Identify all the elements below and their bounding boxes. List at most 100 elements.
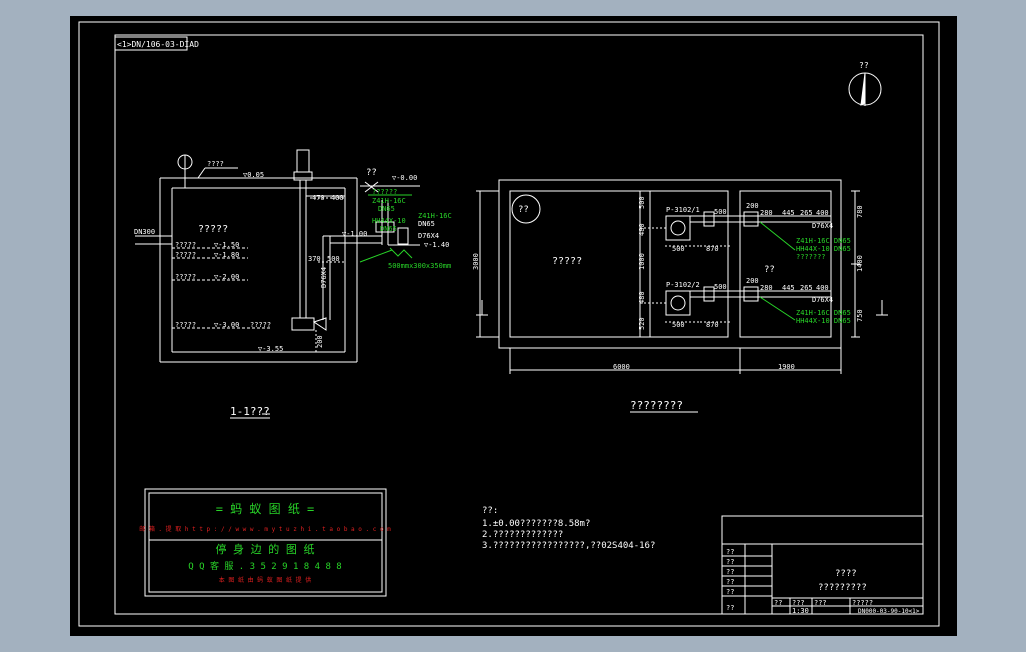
left-dim-500: 500 (638, 196, 646, 209)
dim-400-b: 400 (816, 284, 829, 292)
section-green-lines (359, 194, 413, 263)
valve-hh44x: HH44X-10 (372, 217, 406, 225)
title-block-scale: 1:30 (792, 607, 809, 615)
section-q-mark: ?? (366, 168, 377, 178)
left-dim-1000: 1000 (638, 253, 646, 270)
title-block-cell-2: ??? (792, 599, 805, 607)
label-c: ????? (175, 273, 196, 281)
right-dim-750: 750 (856, 309, 864, 322)
watermark-line-3: 停 身 边 的 图 纸 (215, 542, 314, 556)
left-dim-480-b: 480 (638, 291, 646, 304)
plan-green-lines (759, 221, 796, 321)
dim-265-b: 265 (800, 284, 813, 292)
label-a: ????? (175, 241, 196, 249)
valve-box: 500mmx300x350mm (388, 262, 451, 270)
level-300: ▽-3.00 (214, 321, 239, 329)
valve-z41h-b: Z41H-16C (418, 212, 452, 220)
plan-valve-2a: Z41H-16C DN65 (796, 309, 851, 317)
dim-d76-a: D76X4 (812, 222, 833, 230)
dim-445-b: 445 (782, 284, 795, 292)
section-tank-label: ????? (198, 224, 228, 235)
watermark-line-4: Q Q 客 服 . 3 5 2 9 1 8 4 8 8 (188, 560, 341, 572)
plan-valve-2b: HH44X-10 DN65 (796, 317, 851, 325)
dim-470: 470 (312, 194, 325, 202)
dim-d76-b: D76X4 (812, 296, 833, 304)
dim-280-a: 280 (760, 209, 773, 217)
drawing-sheet (70, 16, 957, 636)
inlet-pipe-label: DN300 (134, 228, 155, 236)
level-100: ▽-1.00 (342, 230, 367, 238)
title-block-drawing-no: DN000-03-90-10<1> (858, 608, 920, 615)
dim-200-a: 200 (746, 202, 759, 210)
dim-1900: 1900 (778, 363, 795, 371)
title-block-row-4: ?? (726, 578, 734, 586)
watermark-box: = 蚂 蚁 图 纸 = 邮 箱 . 提 取 h t t p : / / w w … (139, 488, 391, 597)
ground-label: ???? (207, 160, 224, 168)
dim-500-c: 500 (672, 245, 685, 253)
title-block-cell-4: ????? (852, 599, 873, 607)
north-label: ?? (859, 61, 869, 70)
title-block-row-1: ?? (726, 548, 734, 556)
corner-tag: <1>DN/106-03-DIAD (117, 40, 199, 49)
dim-500-a: 500 (714, 208, 727, 216)
pump-1-label: P-3102/1 (666, 206, 700, 214)
label-e: ????? (250, 321, 271, 329)
notes-title: ??: (482, 506, 498, 516)
left-dim-520: 520 (638, 317, 646, 330)
plan-valve-1b: HH44X-10 DN65 (796, 245, 851, 253)
title-block-subname: ????????? (818, 583, 867, 593)
valve-dn65-a: DN65 (378, 205, 395, 213)
dim-200: 200 (316, 335, 324, 348)
watermark-line-2: 邮 箱 . 提 取 h t t p : / / w w w . m y t u … (139, 525, 391, 533)
dim-6000: 6000 (613, 363, 630, 371)
title-block-cell-3: ??? (814, 599, 827, 607)
right-dim-780: 780 (856, 205, 864, 218)
title-block-row-2: ?? (726, 558, 734, 566)
plan-tank-label: ????? (552, 256, 582, 267)
dim-d76-vertical: D76X4 (320, 267, 328, 288)
right-dim-1400: 1400 (856, 255, 864, 272)
valve-dn65-c: DN65 (418, 220, 435, 228)
level-355: ▽-3.55 (258, 345, 283, 353)
outlet-top-level: ▽-0.00 (392, 174, 417, 182)
title-block-cell-1: ?? (774, 599, 782, 607)
notes-line-3: 3.?????????????????,??02S404-16? (482, 541, 655, 551)
valve-dn65-b: DN65 (380, 225, 397, 233)
level-140: ▽-1.40 (424, 241, 449, 249)
plan-valve-1a: Z41H-16C DN65 (796, 237, 851, 245)
dim-265-a: 265 (800, 209, 813, 217)
dim-445-a: 445 (782, 209, 795, 217)
dim-280-b: 280 (760, 284, 773, 292)
title-block-name: ???? (835, 569, 857, 579)
plan-valve-1c: ??????? (796, 253, 826, 261)
notes-line-1: 1.±0.00???????8.58m? (482, 519, 590, 529)
watermark-line-5: 本 图 纸 由 蚂 蚁 图 纸 提 供 (219, 576, 312, 584)
north-arrow (848, 72, 882, 106)
label-b: ????? (175, 251, 196, 259)
section-view (135, 149, 420, 415)
label-d: ????? (175, 321, 196, 329)
valve-note: ?????? (372, 188, 397, 196)
plan-view (476, 179, 888, 374)
dim-3000: 3000 (472, 253, 480, 270)
plan-q-mark: ?? (764, 265, 775, 275)
level-180: ▽-1.80 (214, 251, 239, 259)
title-block-row-6: ?? (726, 604, 734, 612)
plan-title: ???????? (630, 399, 683, 412)
dim-870-b: 870 (706, 321, 719, 329)
dim-200-b: 200 (746, 277, 759, 285)
dim-400-a: 400 (816, 209, 829, 217)
pipe-d76: D76X4 (418, 232, 439, 240)
dim-500: 500 (327, 255, 340, 263)
dim-370: 370 (308, 255, 321, 263)
ground-level: ▽0.05 (243, 171, 264, 179)
pump-2-label: P-3102/2 (666, 281, 700, 289)
title-block-row-3: ?? (726, 568, 734, 576)
title-block-row-5: ?? (726, 588, 734, 596)
section-title: 1-1??? (230, 405, 270, 418)
plan-circle-label: ?? (518, 205, 529, 215)
dim-870-a: 870 (706, 245, 719, 253)
level-150: ▽-1.50 (214, 241, 239, 249)
